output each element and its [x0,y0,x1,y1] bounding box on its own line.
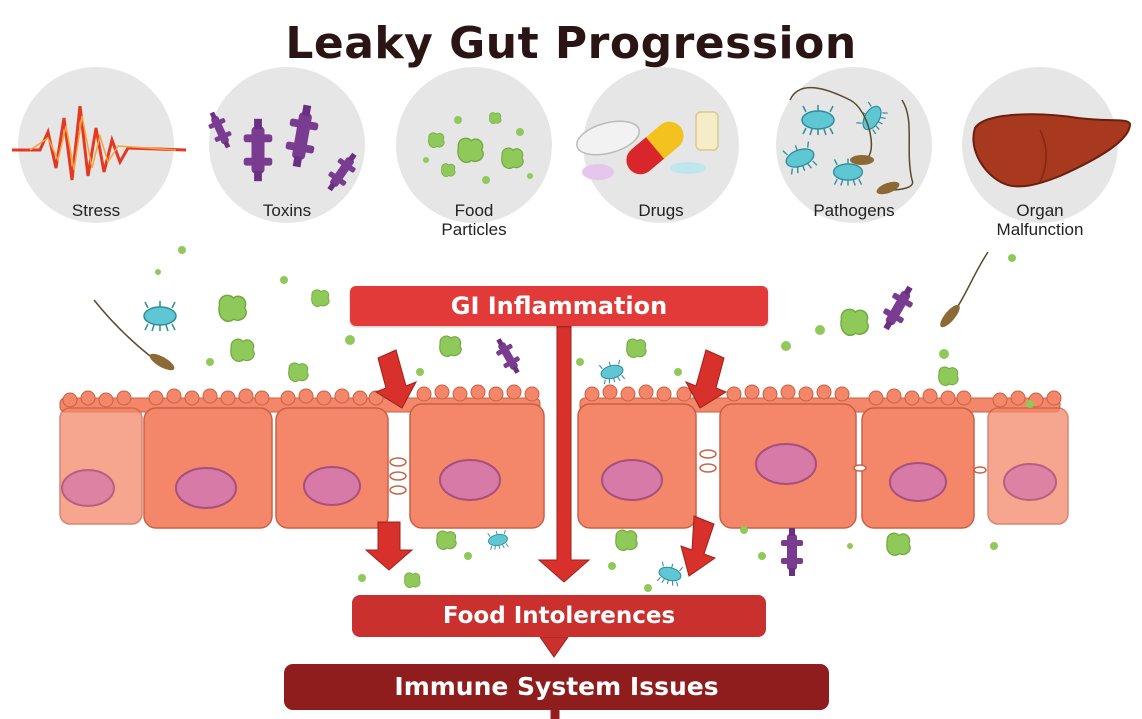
gi-inflammation-label: GI Inflammation [450,292,668,320]
immune-system-label: Immune System Issues [394,672,719,701]
gi-inflammation-box: GI Inflammation [350,286,768,326]
right-lower-arrow [680,515,717,577]
immune-tail [550,709,560,719]
cause-label-toxins: Toxins [262,201,312,220]
flow-arrows [364,325,728,719]
main-down-arrow [537,325,591,583]
stress-icon [12,105,187,181]
drugs-icon [576,111,719,180]
cause-label-stress: Stress [71,201,121,220]
cause-circles [18,67,1118,223]
tight-junction-gaps [389,449,987,495]
pathogens-icon [781,86,914,195]
food-intolerances-box: Food Intolerences [352,595,766,637]
food-particles-icon [423,112,533,184]
left-upper-arrow [374,349,418,409]
cause-label-drugs: Drugs [638,201,684,220]
right-upper-arrow [684,349,728,409]
cell-nuclei [61,443,1057,509]
cause-label-pathogens: Pathogens [813,201,895,220]
liver-icon [972,113,1132,188]
food-intolerances-label: Food Intolerences [442,603,676,629]
intolerance-arrow [539,636,569,658]
cause-label-food-particles: Food Particles [441,201,507,239]
cause-label-organ-malfunction: Organ Malfunction [996,201,1084,239]
left-lower-arrow [364,521,414,571]
page-title: Leaky Gut Progression [285,18,857,69]
immune-system-box: Immune System Issues [284,664,829,710]
scattered-particles [93,246,1034,592]
